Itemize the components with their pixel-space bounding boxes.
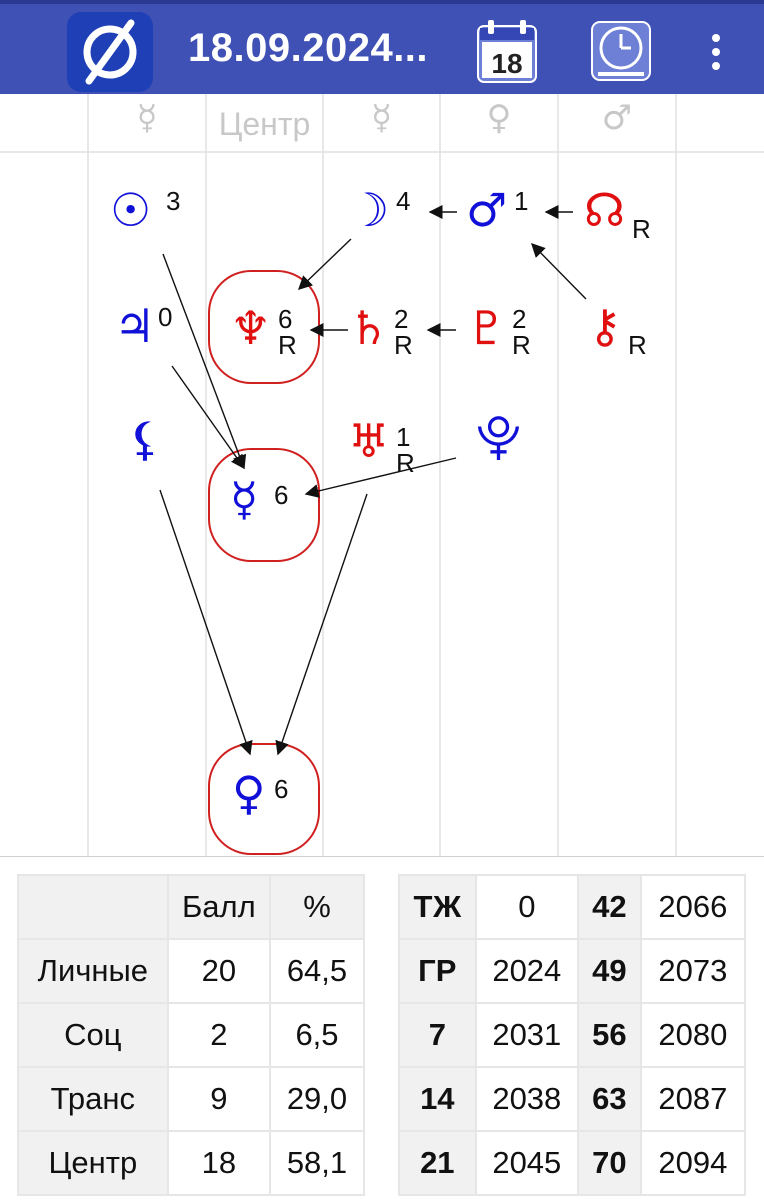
sun-glyph[interactable]: ☉ <box>110 183 152 237</box>
year-value: 2073 <box>639 938 747 1004</box>
row-score: 18 <box>166 1130 271 1196</box>
table-row: 21 2045 70 2094 <box>398 1130 747 1196</box>
venus-glyph[interactable]: ♀ <box>232 766 266 820</box>
age-label: 63 <box>577 1066 642 1132</box>
row-percent: 58,1 <box>268 1130 366 1196</box>
year-value: 2031 <box>474 1002 580 1068</box>
node-glyph[interactable]: ☊ <box>584 183 625 237</box>
mercury-glyph[interactable]: ☿ <box>230 472 259 526</box>
column-header-venus: ♀ <box>486 98 512 138</box>
moon-score: 4 <box>396 186 411 216</box>
table-row: Соц 2 6,5 <box>17 1002 366 1068</box>
row-percent: 64,5 <box>268 938 366 1004</box>
saturn-score: 2 <box>394 304 409 334</box>
uranus-retro: R <box>396 448 415 478</box>
row-percent: 6,5 <box>268 1002 366 1068</box>
year-value: 0 <box>474 874 580 940</box>
proserpina-glyph[interactable]: ⯓ <box>476 410 521 464</box>
calendar-day: 18 <box>491 48 522 79</box>
table-row: Личные 20 64,5 <box>17 938 366 1004</box>
age-label: 70 <box>577 1130 642 1196</box>
table-row: ТЖ 0 42 2066 <box>398 874 747 940</box>
node-retro: R <box>632 214 651 244</box>
years-table: ТЖ 0 42 2066 ГР 2024 49 2073 7 2031 56 2… <box>398 874 747 1196</box>
clock-icon[interactable] <box>588 18 654 84</box>
year-value: 2087 <box>639 1066 747 1132</box>
year-value: 2094 <box>639 1130 747 1196</box>
age-label: 7 <box>398 1002 477 1068</box>
column-header-center: Центр <box>218 106 311 142</box>
moon-glyph[interactable]: ☽ <box>348 183 390 237</box>
jupiter-glyph[interactable]: ♃ <box>114 299 156 353</box>
aspect-arrows <box>159 205 587 756</box>
column-header-mercury: ☿ <box>136 98 158 138</box>
chiron-glyph[interactable]: ⚷ <box>588 299 622 353</box>
pluto-glyph[interactable]: ♇ <box>466 301 508 355</box>
logo-icon[interactable] <box>67 12 153 92</box>
chiron-retro: R <box>628 330 647 360</box>
saturn-retro: R <box>394 330 413 360</box>
row-label: Личные <box>17 938 169 1004</box>
stats-table: Балл % Личные 20 64,5 Соц 2 6,5 Транс 9 … <box>17 874 366 1196</box>
column-header-mars: ♂ <box>601 98 633 138</box>
sun-score: 3 <box>166 186 181 216</box>
row-label: Центр <box>17 1130 169 1196</box>
age-label: 14 <box>398 1066 477 1132</box>
row-score: 9 <box>166 1066 271 1132</box>
age-label: ТЖ <box>398 874 477 940</box>
pluto-score: 2 <box>512 304 527 334</box>
year-value: 2024 <box>474 938 580 1004</box>
age-label: 56 <box>577 1002 642 1068</box>
table-row: 7 2031 56 2080 <box>398 1002 747 1068</box>
table-cell <box>17 874 169 940</box>
mars-glyph[interactable]: ♂ <box>466 183 508 237</box>
pluto-retro: R <box>512 330 531 360</box>
neptune-retro: R <box>278 330 297 360</box>
table-header-score: Балл <box>166 874 271 940</box>
table-row: Центр 18 58,1 <box>17 1130 366 1196</box>
app-bar: 18.09.2024... 18 <box>0 0 764 94</box>
age-label: ГР <box>398 938 477 1004</box>
year-value: 2080 <box>639 1002 747 1068</box>
age-label: 42 <box>577 874 642 940</box>
mercury-score: 6 <box>274 480 289 510</box>
venus-highlight <box>208 743 320 855</box>
row-percent: 29,0 <box>268 1066 366 1132</box>
row-label: Соц <box>17 1002 169 1068</box>
table-row: Транс 9 29,0 <box>17 1066 366 1132</box>
table-row: 14 2038 63 2087 <box>398 1066 747 1132</box>
table-row: Балл % <box>17 874 366 940</box>
date-title[interactable]: 18.09.2024... <box>188 26 429 70</box>
mars-score: 1 <box>514 186 529 216</box>
age-label: 49 <box>577 938 642 1004</box>
chart-grid <box>0 94 764 857</box>
mercury-highlight <box>208 448 320 562</box>
saturn-glyph[interactable]: ♄ <box>348 301 390 355</box>
year-value: 2045 <box>474 1130 580 1196</box>
jupiter-score: 0 <box>158 302 173 332</box>
neptune-score: 6 <box>278 304 293 334</box>
column-header-mercury-2: ☿ <box>371 98 392 138</box>
lilith-glyph[interactable]: ⚸ <box>128 412 162 466</box>
uranus-score: 1 <box>396 422 411 452</box>
year-value: 2066 <box>639 874 747 940</box>
year-value: 2038 <box>474 1066 580 1132</box>
row-label: Транс <box>17 1066 169 1132</box>
table-row: ГР 2024 49 2073 <box>398 938 747 1004</box>
row-score: 2 <box>166 1002 271 1068</box>
row-score: 20 <box>166 938 271 1004</box>
table-header-percent: % <box>268 874 366 940</box>
venus-score: 6 <box>274 774 289 804</box>
calendar-icon[interactable]: 18 <box>474 18 540 84</box>
neptune-glyph[interactable]: ♆ <box>230 301 272 355</box>
uranus-glyph[interactable]: ♅ <box>348 414 390 468</box>
age-label: 21 <box>398 1130 477 1196</box>
more-icon[interactable] <box>706 32 726 72</box>
